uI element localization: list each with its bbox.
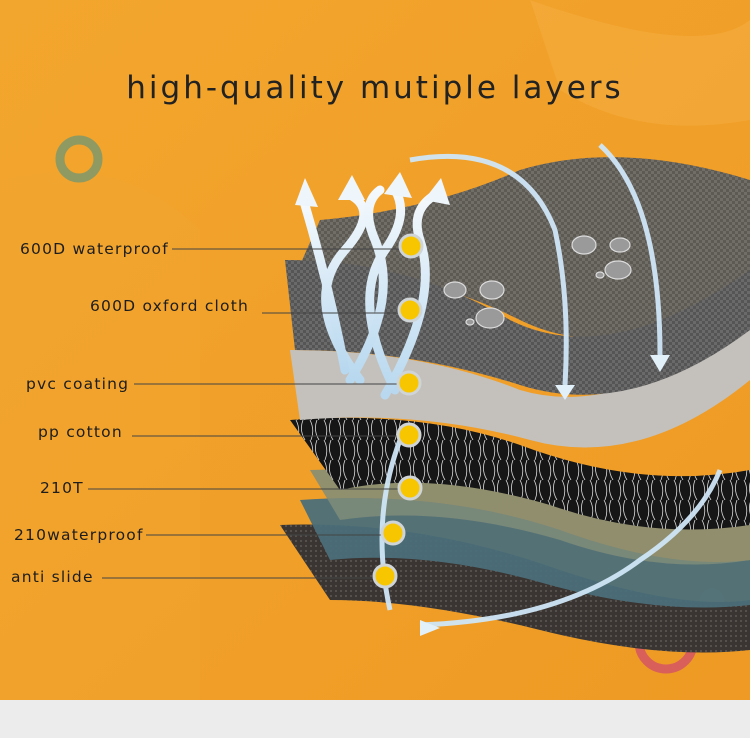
water-droplets xyxy=(443,235,632,329)
layer-label-pvc-coating: pvc coating xyxy=(26,375,130,393)
page-title: high-quality mutiple layers xyxy=(126,70,624,106)
water-flow-arrows-icon xyxy=(379,143,723,628)
layer-label-210waterproof: 210waterproof xyxy=(14,526,144,544)
flow-arrow-heads xyxy=(420,355,670,636)
layer-marker-dots xyxy=(372,233,424,589)
layer-label-pp-cotton: pp cotton xyxy=(38,423,123,441)
layer-label-anti-slide: anti slide xyxy=(11,568,94,586)
layer-label-600d-oxford-cloth: 600D oxford cloth xyxy=(90,297,250,315)
layer-210-waterproof xyxy=(300,498,750,608)
layer-label-600d-waterproof: 600D waterproof xyxy=(20,240,169,258)
leader-lines xyxy=(88,248,408,579)
layer-oxford-cloth xyxy=(285,260,750,395)
bottom-strip xyxy=(0,700,750,738)
layer-label-210t: 210T xyxy=(40,479,84,497)
breathable-arrows-icon xyxy=(300,185,440,400)
layer-pvc-coating xyxy=(290,320,750,448)
green-ring-icon xyxy=(55,135,103,183)
arrow-heads xyxy=(295,172,450,207)
